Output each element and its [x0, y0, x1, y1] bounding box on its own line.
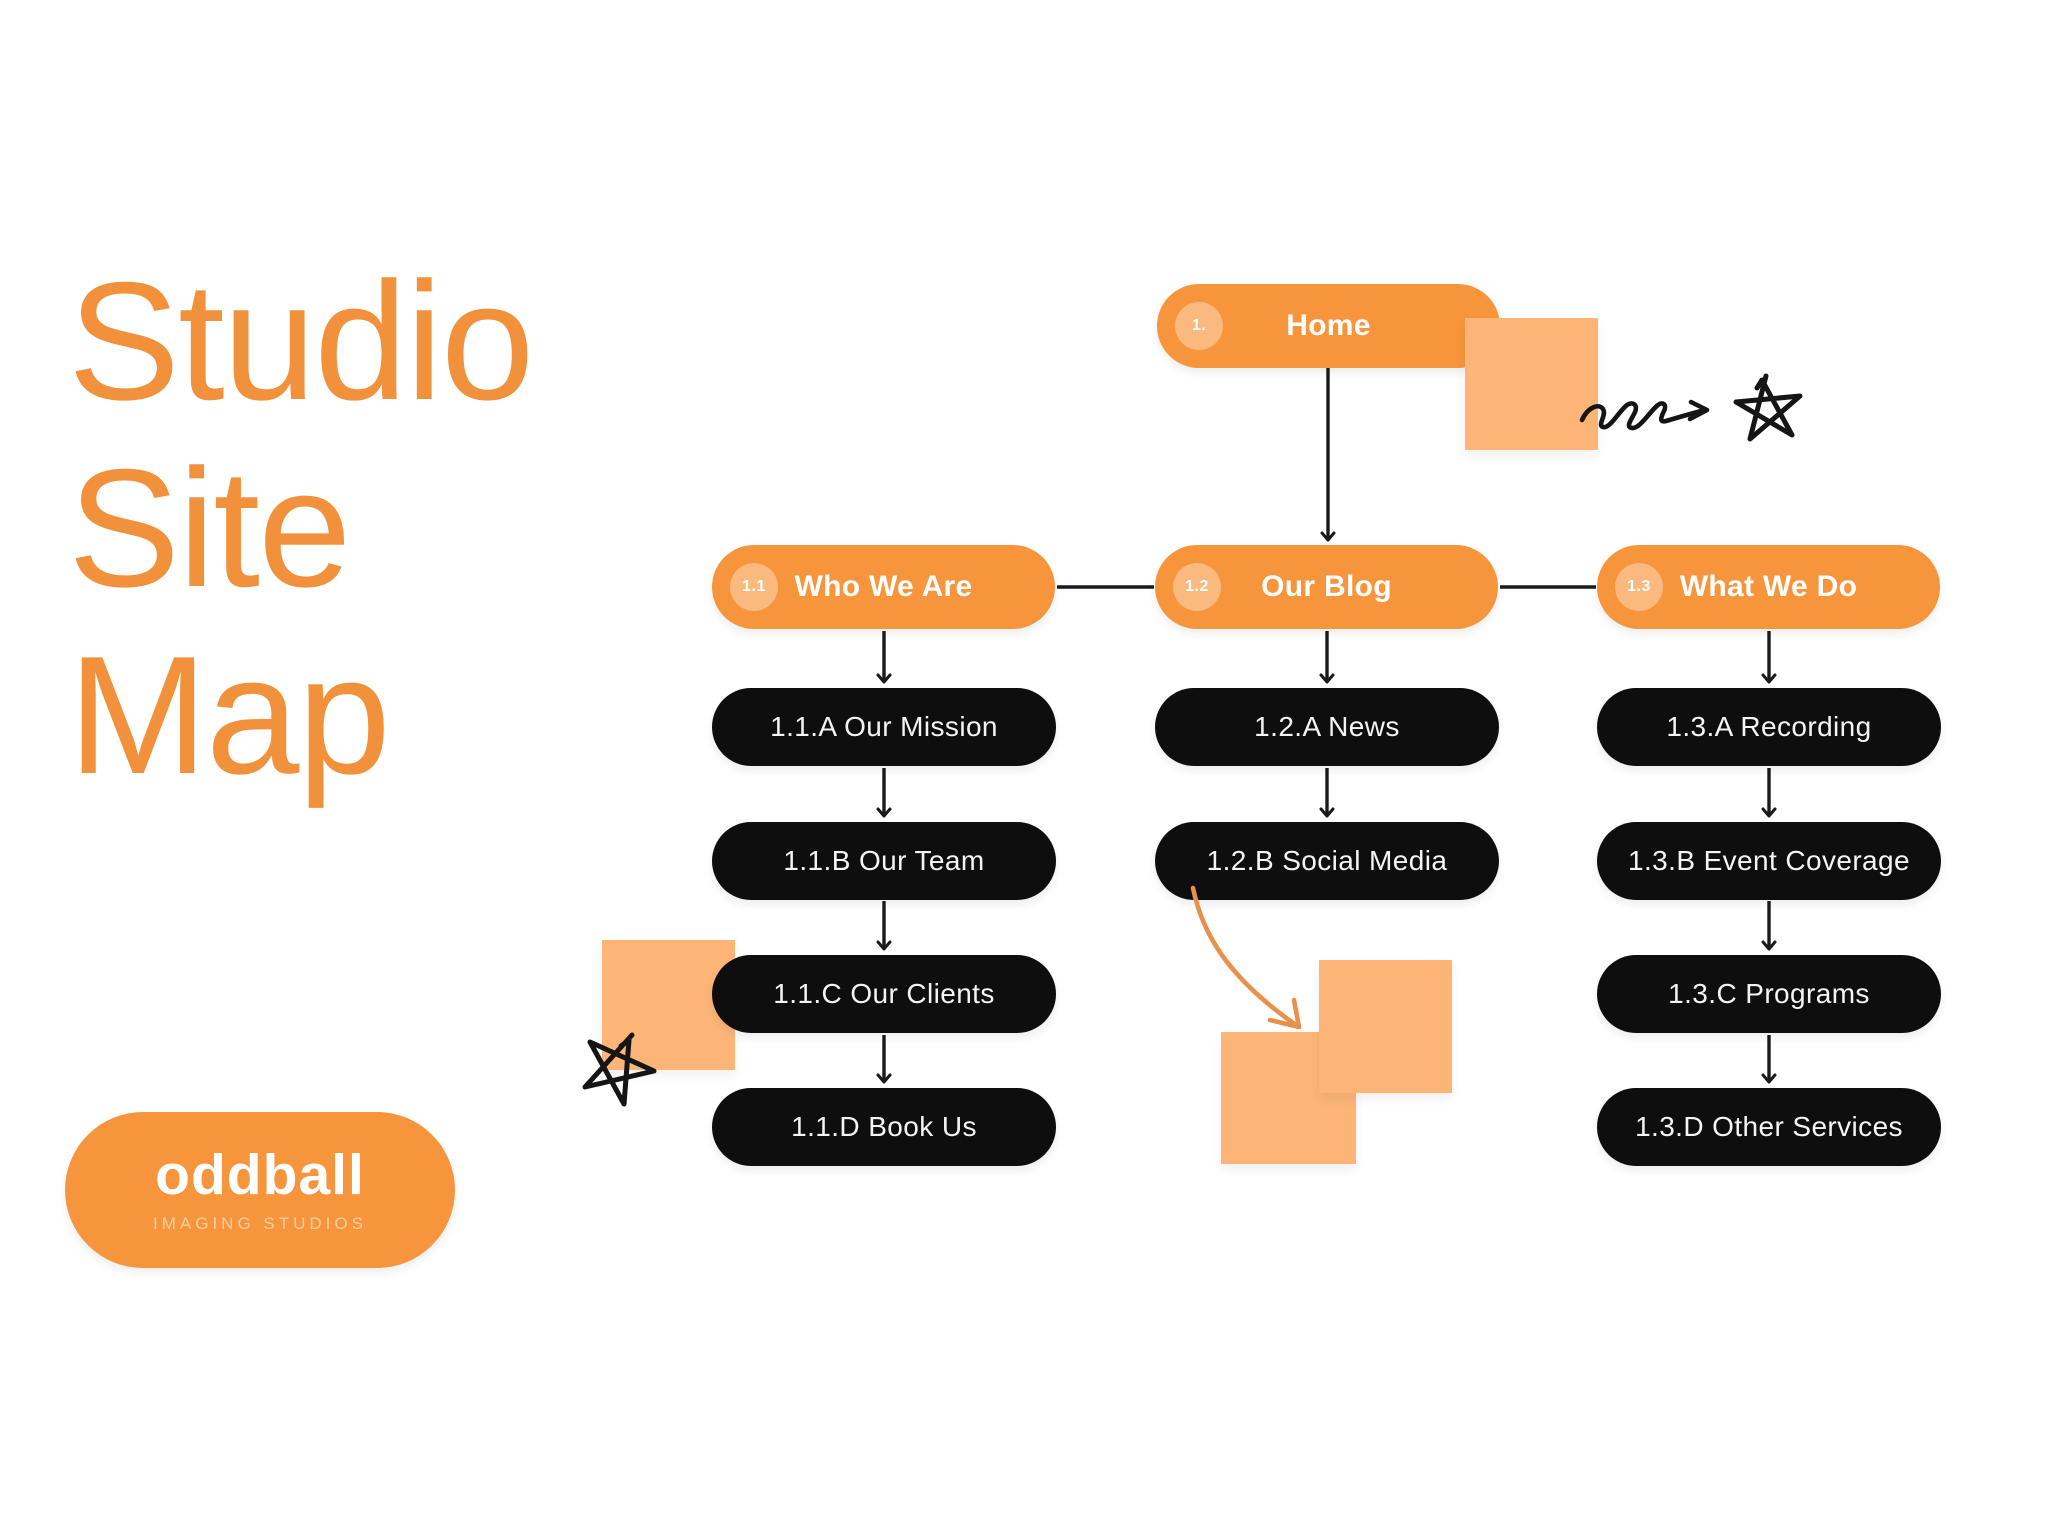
- decor-square-middle-upper: [1319, 960, 1452, 1093]
- node-our-clients: 1.1.C Our Clients: [712, 955, 1056, 1033]
- node-event-coverage-label: 1.3.B Event Coverage: [1628, 845, 1910, 876]
- brand-logo-tagline: IMAGING STUDIOS: [153, 1213, 367, 1233]
- title-line: Map: [68, 621, 391, 809]
- brand-logo: oddball IMAGING STUDIOS: [65, 1112, 455, 1268]
- node-who-we-are-label: Who We Are: [794, 570, 973, 603]
- star-doodle-icon: [1733, 373, 1803, 442]
- brand-logo-name: oddball: [155, 1142, 365, 1207]
- node-other-services-label: 1.3.D Other Services: [1635, 1111, 1903, 1142]
- node-what-we-do-label: What We Do: [1679, 570, 1858, 603]
- node-event-coverage: 1.3.B Event Coverage: [1597, 822, 1941, 900]
- node-what-we-do-badge: 1.3: [1615, 563, 1663, 611]
- node-our-blog-label: Our Blog: [1261, 570, 1392, 603]
- page-title: Studio Site Map: [68, 247, 534, 809]
- node-our-team-label: 1.1.B Our Team: [783, 845, 985, 876]
- node-book-us-label: 1.1.D Book Us: [791, 1111, 977, 1142]
- title-line: Studio: [68, 247, 534, 435]
- node-our-team: 1.1.B Our Team: [712, 822, 1056, 900]
- node-programs: 1.3.C Programs: [1597, 955, 1941, 1033]
- node-book-us: 1.1.D Book Us: [712, 1088, 1056, 1166]
- title-line: Site: [68, 434, 352, 622]
- node-who-we-are: 1.1 Who We Are: [712, 545, 1055, 629]
- node-home-badge: 1.: [1175, 302, 1223, 350]
- node-home: 1. Home: [1157, 284, 1500, 368]
- node-our-clients-label: 1.1.C Our Clients: [773, 978, 995, 1009]
- node-home-label: Home: [1286, 309, 1371, 342]
- node-recording: 1.3.A Recording: [1597, 688, 1941, 766]
- node-recording-label: 1.3.A Recording: [1666, 711, 1872, 742]
- node-our-mission: 1.1.A Our Mission: [712, 688, 1056, 766]
- node-what-we-do: 1.3 What We Do: [1597, 545, 1940, 629]
- node-programs-label: 1.3.C Programs: [1668, 978, 1870, 1009]
- curved-arrow-icon: [1190, 885, 1302, 1030]
- squiggle-arrow-icon: [1579, 399, 1710, 431]
- node-news: 1.2.A News: [1155, 688, 1499, 766]
- node-who-we-are-badge: 1.1: [730, 563, 778, 611]
- node-news-label: 1.2.A News: [1254, 711, 1400, 742]
- node-our-mission-label: 1.1.A Our Mission: [770, 711, 998, 742]
- node-our-blog: 1.2 Our Blog: [1155, 545, 1498, 629]
- decor-square-top: [1465, 318, 1598, 450]
- node-social-media: 1.2.B Social Media: [1155, 822, 1499, 900]
- node-other-services: 1.3.D Other Services: [1597, 1088, 1941, 1166]
- node-our-blog-badge: 1.2: [1173, 563, 1221, 611]
- node-social-media-label: 1.2.B Social Media: [1206, 845, 1448, 876]
